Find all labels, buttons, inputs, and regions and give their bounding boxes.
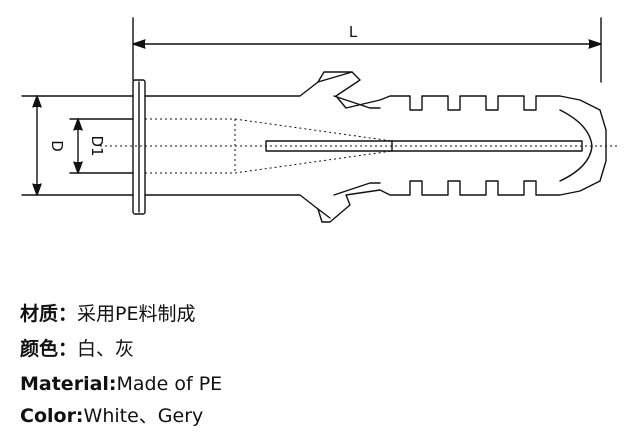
spec-material-cn: 材质：采用PE料制成 — [20, 302, 195, 326]
length-label: L — [349, 23, 358, 41]
spec-color-en: Color:White、Gery — [20, 404, 203, 428]
spec-label: 颜色： — [20, 338, 78, 360]
wall-plug-drawing: L D D1 — [21, 17, 620, 223]
spec-value: Made of PE — [116, 373, 223, 395]
spec-label: Material: — [20, 373, 117, 395]
spec-color-cn: 颜色：白、灰 — [20, 337, 134, 361]
plug-body-bottom — [144, 145, 607, 223]
outer-diameter-label: D — [48, 140, 66, 152]
inner-diameter-label: D1 — [88, 135, 106, 156]
spec-material-en: Material:Made of PE — [20, 372, 222, 396]
spec-value: 采用PE料制成 — [77, 303, 196, 325]
spec-label: Color: — [20, 405, 84, 427]
spec-label: 材质： — [20, 303, 78, 325]
plug-flange — [132, 79, 146, 215]
plug-body-top — [144, 71, 607, 147]
plug-inner-pin — [265, 140, 583, 152]
spec-value: White、Gery — [83, 405, 204, 427]
spec-value: 白、灰 — [77, 338, 135, 360]
